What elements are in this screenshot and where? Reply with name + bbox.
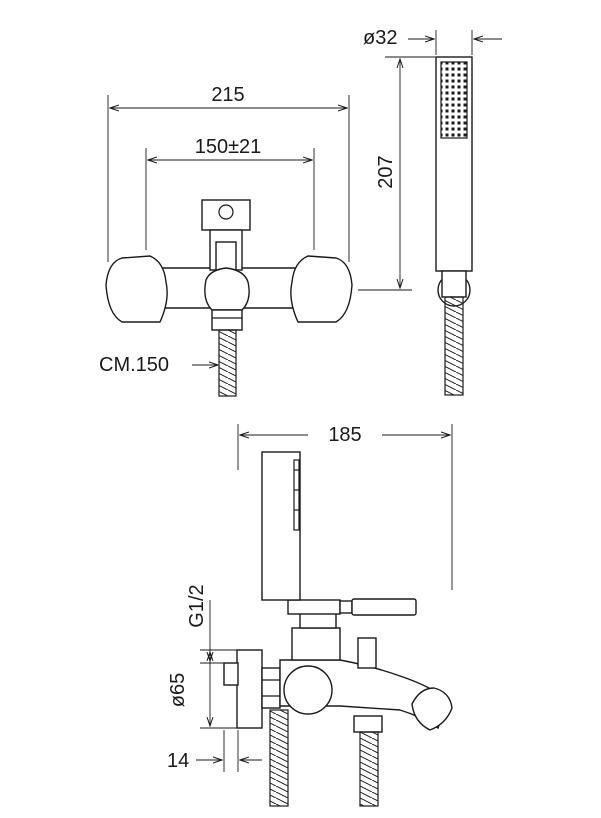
flange-label: ø65 (167, 673, 189, 707)
dimension-offset: 14 (167, 730, 262, 772)
offset-label: 14 (167, 750, 189, 772)
centers-label: 150±21 (195, 136, 262, 158)
width-label: 215 (211, 84, 244, 106)
hose-label: CM.150 (99, 354, 169, 376)
dimension-flange: ø65 (167, 649, 237, 729)
hose-length-callout: CM.150 (99, 354, 218, 376)
dimension-shower-diameter: ø32 (363, 27, 502, 55)
mixer-body-front (105, 199, 353, 397)
dimension-overall-width: 215 (107, 84, 350, 262)
side-view: 185 G1/2 ø65 14 (167, 424, 453, 807)
hand-shower-view: ø32 207 (358, 27, 502, 396)
depth-label: 185 (328, 424, 361, 446)
dimension-shower-length: 207 (358, 56, 435, 291)
hand-shower-body (435, 56, 473, 396)
shower-diameter-label: ø32 (363, 27, 397, 49)
dimension-thread: G1/2 (186, 584, 245, 664)
dimension-depth: 185 (237, 424, 453, 590)
dimension-centers: 150±21 (145, 136, 315, 250)
shower-length-label: 207 (375, 155, 397, 188)
mixer-body-side (223, 451, 453, 807)
thread-label: G1/2 (186, 584, 208, 627)
front-view: 215 150±21 CM.150 (99, 84, 353, 397)
